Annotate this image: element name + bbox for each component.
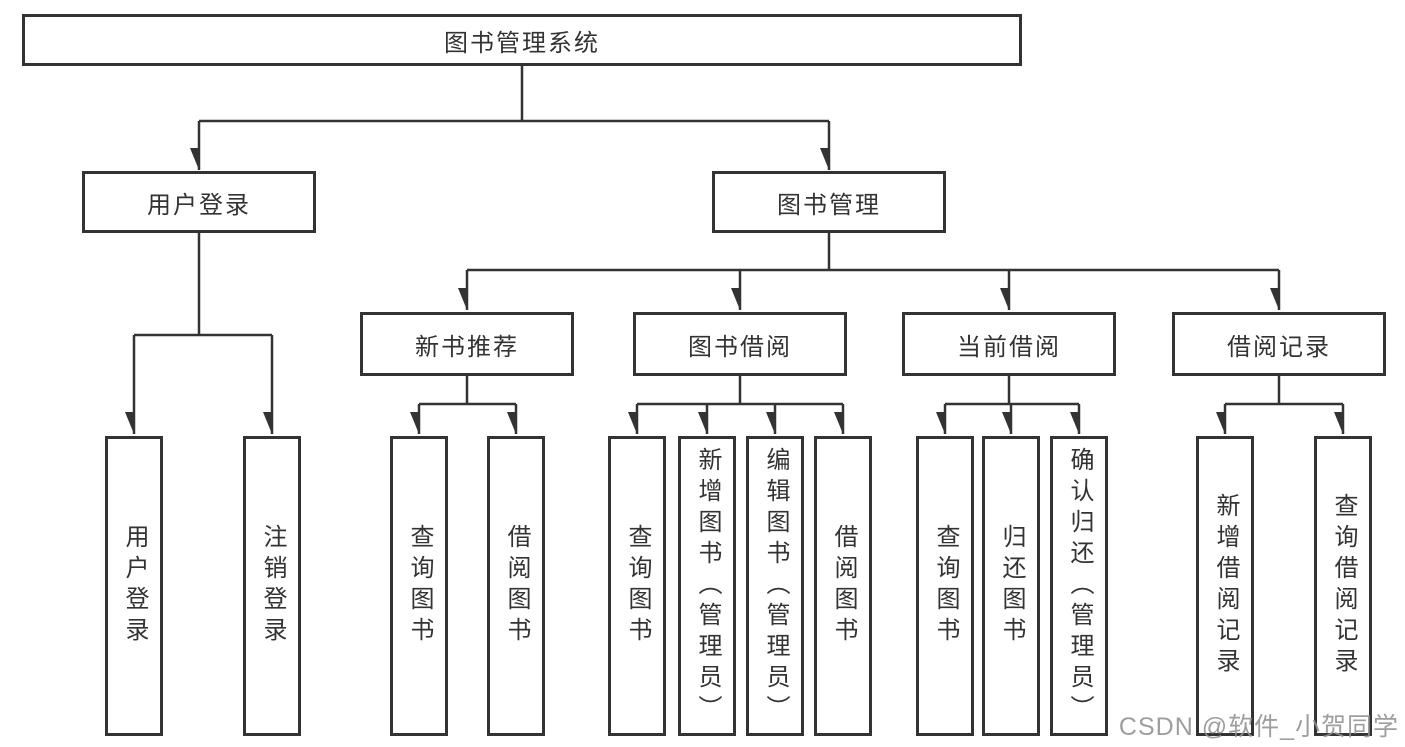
- node-label: 借阅记录: [1227, 333, 1331, 361]
- connector-rail: [419, 376, 516, 406]
- leaf-borrow-books-2: 借阅图书: [814, 436, 872, 736]
- node-label: 借阅图书: [503, 524, 530, 648]
- node-label: 确认归还（管理员）: [1066, 446, 1093, 726]
- node-label: 编辑图书（管理员）: [762, 446, 789, 726]
- node-label: 归还图书: [998, 524, 1025, 648]
- connectors: [134, 66, 1345, 434]
- node-borrowing-records: 借阅记录: [1172, 312, 1386, 376]
- leaf-confirm-return-admin: 确认归还（管理员）: [1050, 436, 1108, 736]
- leaf-query-borrow-record: 查询借阅记录: [1314, 436, 1372, 736]
- node-book-borrowing: 图书借阅: [633, 312, 847, 376]
- connector-rail: [1225, 376, 1343, 406]
- node-label: 查询图书: [624, 524, 651, 648]
- node-label: 新书推荐: [415, 333, 519, 361]
- watermark-text: CSDN @软件_小贺同学: [1118, 713, 1399, 741]
- leaf-query-books-2: 查询图书: [608, 436, 666, 736]
- connector-rail: [637, 376, 843, 406]
- leaf-return-books: 归还图书: [982, 436, 1040, 736]
- node-label: 图书管理: [777, 191, 881, 219]
- connector-rail: [467, 233, 1279, 272]
- node-label: 当前借阅: [957, 333, 1061, 361]
- node-label: 新增借阅记录: [1212, 493, 1239, 679]
- node-new-book-recommendation: 新书推荐: [360, 312, 574, 376]
- leaf-edit-books-admin: 编辑图书（管理员）: [746, 436, 804, 736]
- node-label: 借阅图书: [830, 524, 857, 648]
- leaf-add-borrow-record: 新增借阅记录: [1196, 436, 1254, 736]
- leaf-user-login: 用户登录: [105, 436, 163, 736]
- node-label: 图书管理系统: [444, 29, 600, 57]
- node-label: 新增图书（管理员）: [694, 446, 721, 726]
- node-label: 用户登录: [121, 524, 148, 648]
- node-label: 查询借阅记录: [1330, 493, 1357, 679]
- connector-rail: [199, 66, 829, 123]
- leaf-query-books-3: 查询图书: [916, 436, 974, 736]
- node-current-borrowing: 当前借阅: [902, 312, 1116, 376]
- node-label: 查询图书: [932, 524, 959, 648]
- node-label: 用户登录: [147, 191, 251, 219]
- node-user-login-branch: 用户登录: [82, 171, 316, 233]
- leaf-add-books-admin: 新增图书（管理员）: [678, 436, 736, 736]
- leaf-logout: 注销登录: [243, 436, 301, 736]
- leaf-borrow-books-1: 借阅图书: [487, 436, 545, 736]
- connector-rail: [134, 233, 272, 337]
- node-label: 图书借阅: [688, 333, 792, 361]
- node-label: 注销登录: [259, 524, 286, 648]
- leaf-query-books-1: 查询图书: [390, 436, 448, 736]
- connector-rail: [945, 376, 1079, 406]
- node-label: 查询图书: [406, 524, 433, 648]
- node-library-management-system: 图书管理系统: [22, 14, 1022, 66]
- node-book-management: 图书管理: [712, 171, 946, 233]
